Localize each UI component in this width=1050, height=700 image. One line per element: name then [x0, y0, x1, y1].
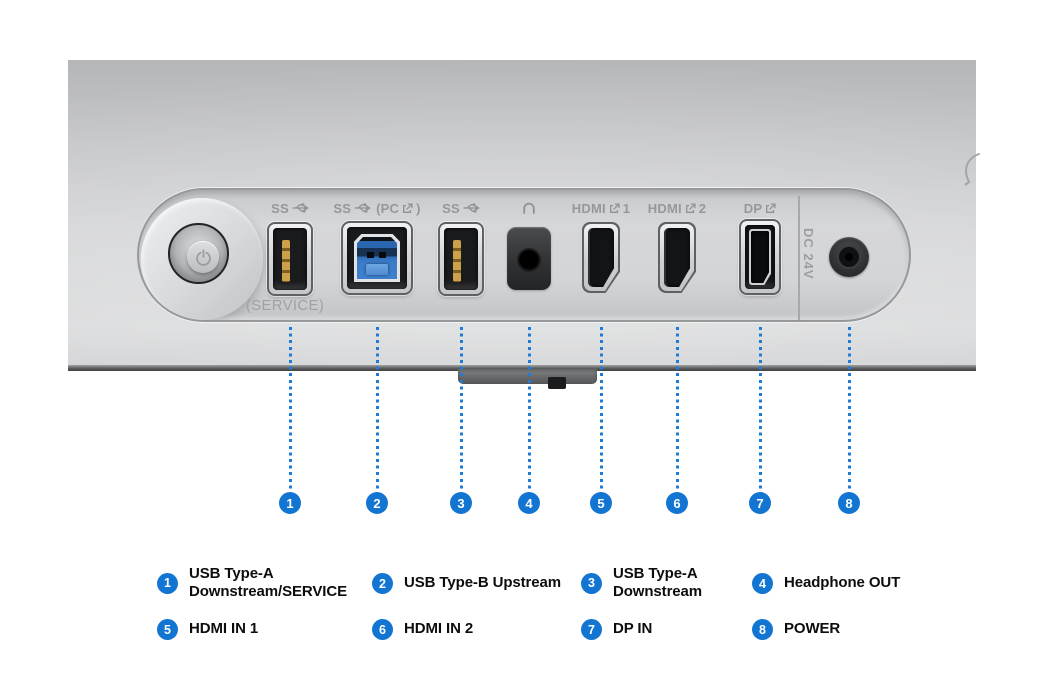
callout-badge-1: 1 — [279, 492, 301, 514]
callout-line-3 — [459, 327, 463, 490]
callout-line-7 — [758, 327, 762, 490]
legend-label-6: HDMI IN 2 — [404, 620, 474, 638]
dc-power-jack[interactable] — [829, 237, 869, 277]
callout-badge-3: 3 — [450, 492, 472, 514]
pc-label-close: ) — [416, 200, 421, 216]
dp-port[interactable] — [739, 219, 781, 295]
hdmi-1-label: HDMI 1 — [531, 200, 671, 216]
legend-item-6: 6 HDMI IN 2 — [372, 619, 473, 640]
port-recess-panel — [137, 188, 911, 322]
usb-a-service-port[interactable] — [267, 222, 313, 296]
callout-badge-8: 8 — [838, 492, 860, 514]
hdmi-1-port[interactable] — [582, 222, 620, 293]
service-label: (SERVICE) — [245, 297, 325, 314]
usb-a-port[interactable] — [438, 222, 484, 296]
headphone-icon — [523, 202, 535, 214]
legend-item-2: 2 USB Type-B Upstream — [372, 573, 561, 594]
headphone-hole — [519, 250, 539, 270]
callout-line-6 — [675, 327, 679, 490]
legend-item-4: 4 Headphone OUT — [752, 573, 900, 594]
usb-ss-text: SS — [442, 200, 460, 216]
callout-line-2 — [375, 327, 379, 490]
legend-label-1: USB Type-A Downstream/SERVICE — [189, 565, 347, 601]
legend-label-4: Headphone OUT — [784, 574, 901, 592]
usb-b-pin — [379, 252, 387, 259]
hdmi-text: HDMI — [571, 200, 606, 216]
usb-b-tab — [365, 264, 389, 275]
dp-connector-outline — [749, 229, 771, 285]
callout-line-8 — [847, 327, 851, 490]
usb-b-label: SS (PC ) — [307, 200, 447, 216]
usb-a-service-label: SS — [220, 200, 360, 216]
arrow-out-box-icon — [609, 202, 620, 213]
usb-b-plug — [354, 234, 400, 282]
headphone-label — [459, 200, 599, 216]
dp-label: DP — [690, 200, 830, 216]
usb-b-cavity — [347, 227, 407, 289]
usb-a-label: SS — [391, 200, 531, 216]
callout-badge-7: 7 — [749, 492, 771, 514]
usb-b-port[interactable] — [341, 221, 413, 295]
arrow-out-box-icon — [403, 202, 413, 213]
legend-badge-8: 8 — [752, 619, 773, 640]
usb-superspeed-icon — [292, 203, 309, 213]
pc-label-open: (PC — [376, 200, 400, 216]
hdmi-text: HDMI — [647, 200, 682, 216]
hdmi-number: 2 — [698, 200, 707, 216]
panel-seam-curve — [964, 153, 980, 186]
power-button[interactable] — [187, 241, 219, 273]
hdmi-number: 1 — [622, 200, 631, 216]
arrow-out-box-icon — [685, 202, 696, 213]
usb-superspeed-icon — [463, 203, 480, 213]
dc-jack-pin-hole — [845, 253, 853, 261]
legend-label-7: DP IN — [613, 620, 653, 638]
legend-item-3: 3 USB Type-A Downstream — [581, 565, 702, 602]
legend-item-8: 8 POWER — [752, 619, 840, 640]
legend-item-7: 7 DP IN — [581, 619, 652, 640]
hdmi-2-port[interactable] — [658, 222, 696, 293]
legend-badge-6: 6 — [372, 619, 393, 640]
usb-a-cavity — [273, 228, 307, 290]
hdmi-2-label: HDMI 2 — [607, 200, 747, 216]
stand-clip — [548, 377, 566, 389]
legend-item-1: 1 USB Type-A Downstream/SERVICE — [157, 565, 347, 602]
callout-line-5 — [599, 327, 603, 490]
legend-badge-5: 5 — [157, 619, 178, 640]
legend-badge-7: 7 — [581, 619, 602, 640]
dp-connector-slot — [751, 231, 769, 283]
legend-badge-3: 3 — [581, 572, 602, 594]
headphone-jack[interactable] — [507, 227, 551, 290]
legend-label-3: USB Type-A Downstream — [613, 565, 703, 601]
dp-cavity — [745, 225, 775, 289]
usb-b-plug-body — [357, 237, 397, 279]
callout-line-4 — [527, 327, 531, 490]
callout-badge-2: 2 — [366, 492, 388, 514]
callout-badge-6: 6 — [666, 492, 688, 514]
usb-superspeed-icon — [354, 203, 371, 213]
usb-a-cavity — [444, 228, 478, 290]
dc-section-divider — [798, 196, 800, 320]
legend-badge-1: 1 — [157, 572, 178, 594]
power-icon — [195, 249, 211, 266]
legend-label-2: USB Type-B Upstream — [404, 574, 562, 592]
usb-contacts — [282, 240, 290, 282]
usb-contacts — [453, 240, 461, 282]
usb-ss-text: SS — [333, 200, 352, 216]
dp-text: DP — [743, 200, 763, 216]
legend-badge-4: 4 — [752, 573, 773, 594]
legend-item-5: 5 HDMI IN 1 — [157, 619, 258, 640]
usb-b-pin — [367, 252, 375, 259]
legend-label-5: HDMI IN 1 — [189, 620, 259, 638]
legend-label-8: POWER — [784, 620, 841, 638]
arrow-out-box-icon — [766, 202, 776, 213]
usb-ss-text: SS — [271, 200, 289, 216]
dc-24v-label: DC 24V — [801, 228, 816, 280]
callout-badge-4: 4 — [518, 492, 540, 514]
legend-badge-2: 2 — [372, 573, 393, 594]
callout-line-1 — [288, 327, 292, 490]
callout-badge-5: 5 — [590, 492, 612, 514]
